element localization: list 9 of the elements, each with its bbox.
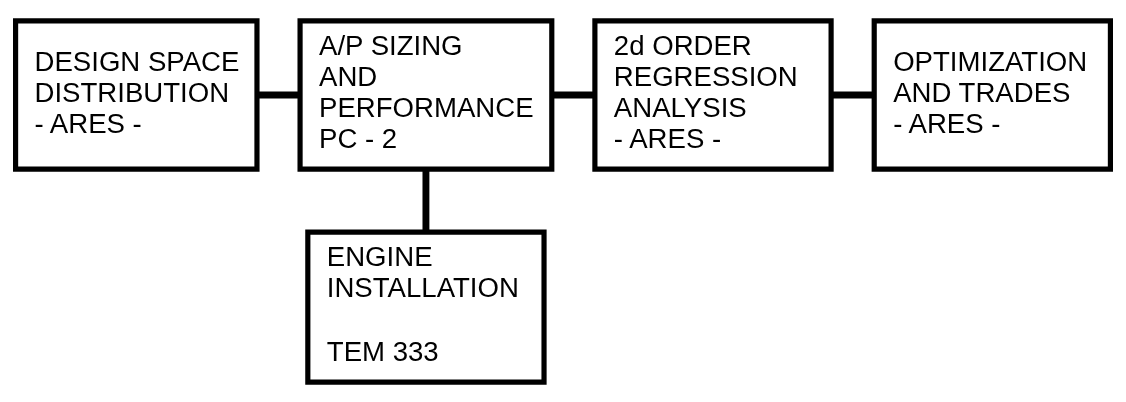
node-box: A/P SIZING AND PERFORMANCE PC - 2 xyxy=(297,17,555,172)
node-box: OPTIMIZATION AND TRADES - ARES - xyxy=(871,17,1113,172)
connector xyxy=(551,91,595,98)
node-box: ENGINE INSTALLATION TEM 333 xyxy=(305,229,547,385)
node-box: 2d ORDER REGRESSION ANALYSIS - ARES - xyxy=(592,17,834,172)
node-box: DESIGN SPACE DISTRIBUTION - ARES - xyxy=(13,17,260,172)
connector xyxy=(422,168,430,232)
connector xyxy=(831,91,875,98)
connector xyxy=(257,91,300,98)
